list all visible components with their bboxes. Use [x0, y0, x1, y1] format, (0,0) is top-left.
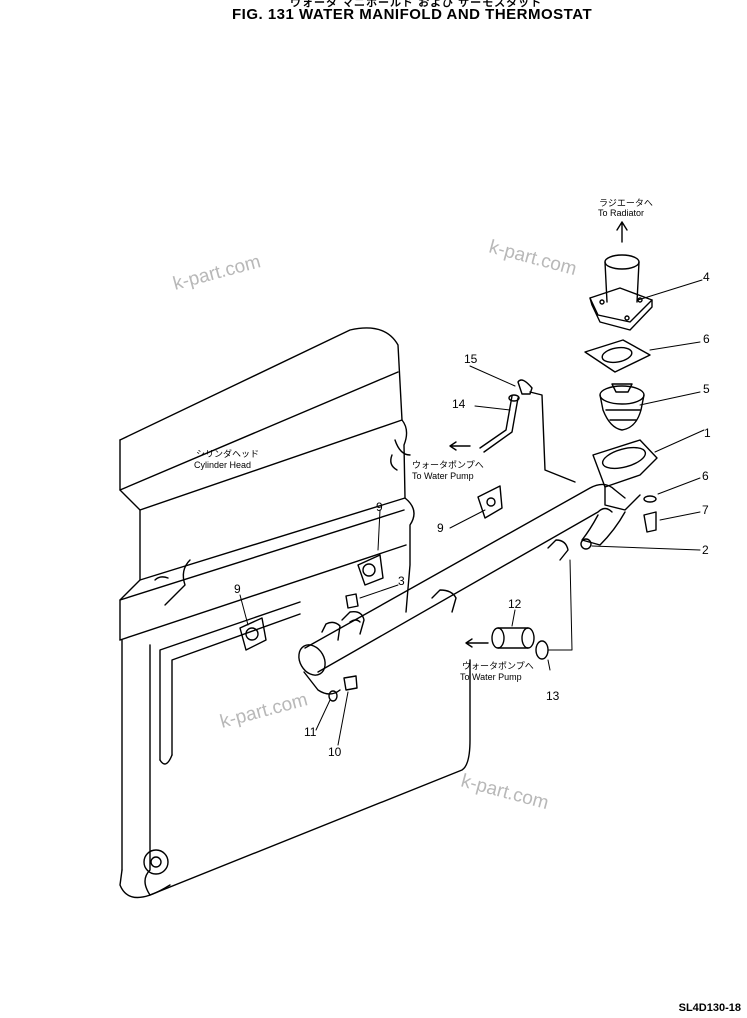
to-water-pump-label: To Water Pump [412, 471, 474, 481]
plug-icon [580, 538, 592, 550]
to-water-pump-label: To Water Pump [460, 672, 522, 682]
callout-11: 11 [304, 725, 317, 739]
arrow-left-icon [465, 638, 489, 648]
callout-6: 6 [702, 469, 709, 483]
thermostat [599, 383, 645, 431]
flange-gasket [357, 554, 384, 586]
cylinder-head-label: Cylinder Head [194, 460, 251, 470]
callout-14: 14 [452, 397, 466, 411]
drawing-code: SL4D130-18 [678, 1002, 741, 1014]
callout-9: 9 [234, 582, 241, 596]
to-radiator-label: To Radiator [598, 208, 644, 218]
callout-7: 7 [702, 503, 709, 517]
figure-title-japanese: ウォータ マニホールド および サーモスタット [290, 0, 543, 9]
callout-9: 9 [437, 521, 444, 535]
water-manifold [298, 439, 658, 695]
gasket [584, 339, 651, 373]
watermark: k-part.com [459, 771, 551, 815]
flange-hole [486, 497, 496, 507]
bypass-tube [479, 379, 576, 483]
figure-title: FIG. 131 WATER MANIFOLD AND THERMOSTAT [232, 6, 593, 23]
watermark: k-part.com [171, 251, 263, 295]
callout-9: 9 [376, 500, 383, 514]
cylinder-head-label-jp: シリンダヘッド [196, 448, 259, 459]
leader-lines [239, 279, 705, 746]
bolt-icon [343, 675, 358, 691]
callout-10: 10 [328, 745, 342, 759]
arrow-left-icon [449, 441, 471, 451]
callout-1: 1 [704, 426, 711, 440]
watermark: k-part.com [218, 689, 310, 733]
flange-gasket [239, 617, 267, 651]
washer-icon [328, 690, 338, 702]
flange-hole [362, 563, 376, 577]
to-water-pump-label-jp: ウォータポンプへ [462, 661, 534, 671]
callout-13: 13 [546, 689, 560, 703]
arrow-up-icon [616, 221, 628, 243]
callout-2: 2 [702, 543, 709, 557]
callout-15: 15 [464, 352, 478, 366]
water-hose [491, 627, 535, 649]
washer-icon [643, 495, 657, 503]
cylinder-head-outline [119, 327, 471, 899]
callout-5: 5 [703, 382, 710, 396]
bolt-icon [643, 511, 657, 533]
callout-3: 3 [398, 574, 405, 588]
watermark: k-part.com [487, 237, 579, 281]
flange-hole [245, 627, 259, 641]
callout-12: 12 [508, 597, 522, 611]
to-radiator-label-jp: ラジエータへ [599, 198, 653, 208]
to-water-pump-label-jp: ウォータポンプへ [412, 460, 484, 470]
hose-clamp-icon [535, 640, 549, 660]
plug-icon [345, 593, 359, 609]
flange-gasket [477, 485, 503, 519]
callout-4: 4 [703, 270, 710, 284]
thermostat-cover [589, 254, 653, 331]
callout-6: 6 [703, 332, 710, 346]
